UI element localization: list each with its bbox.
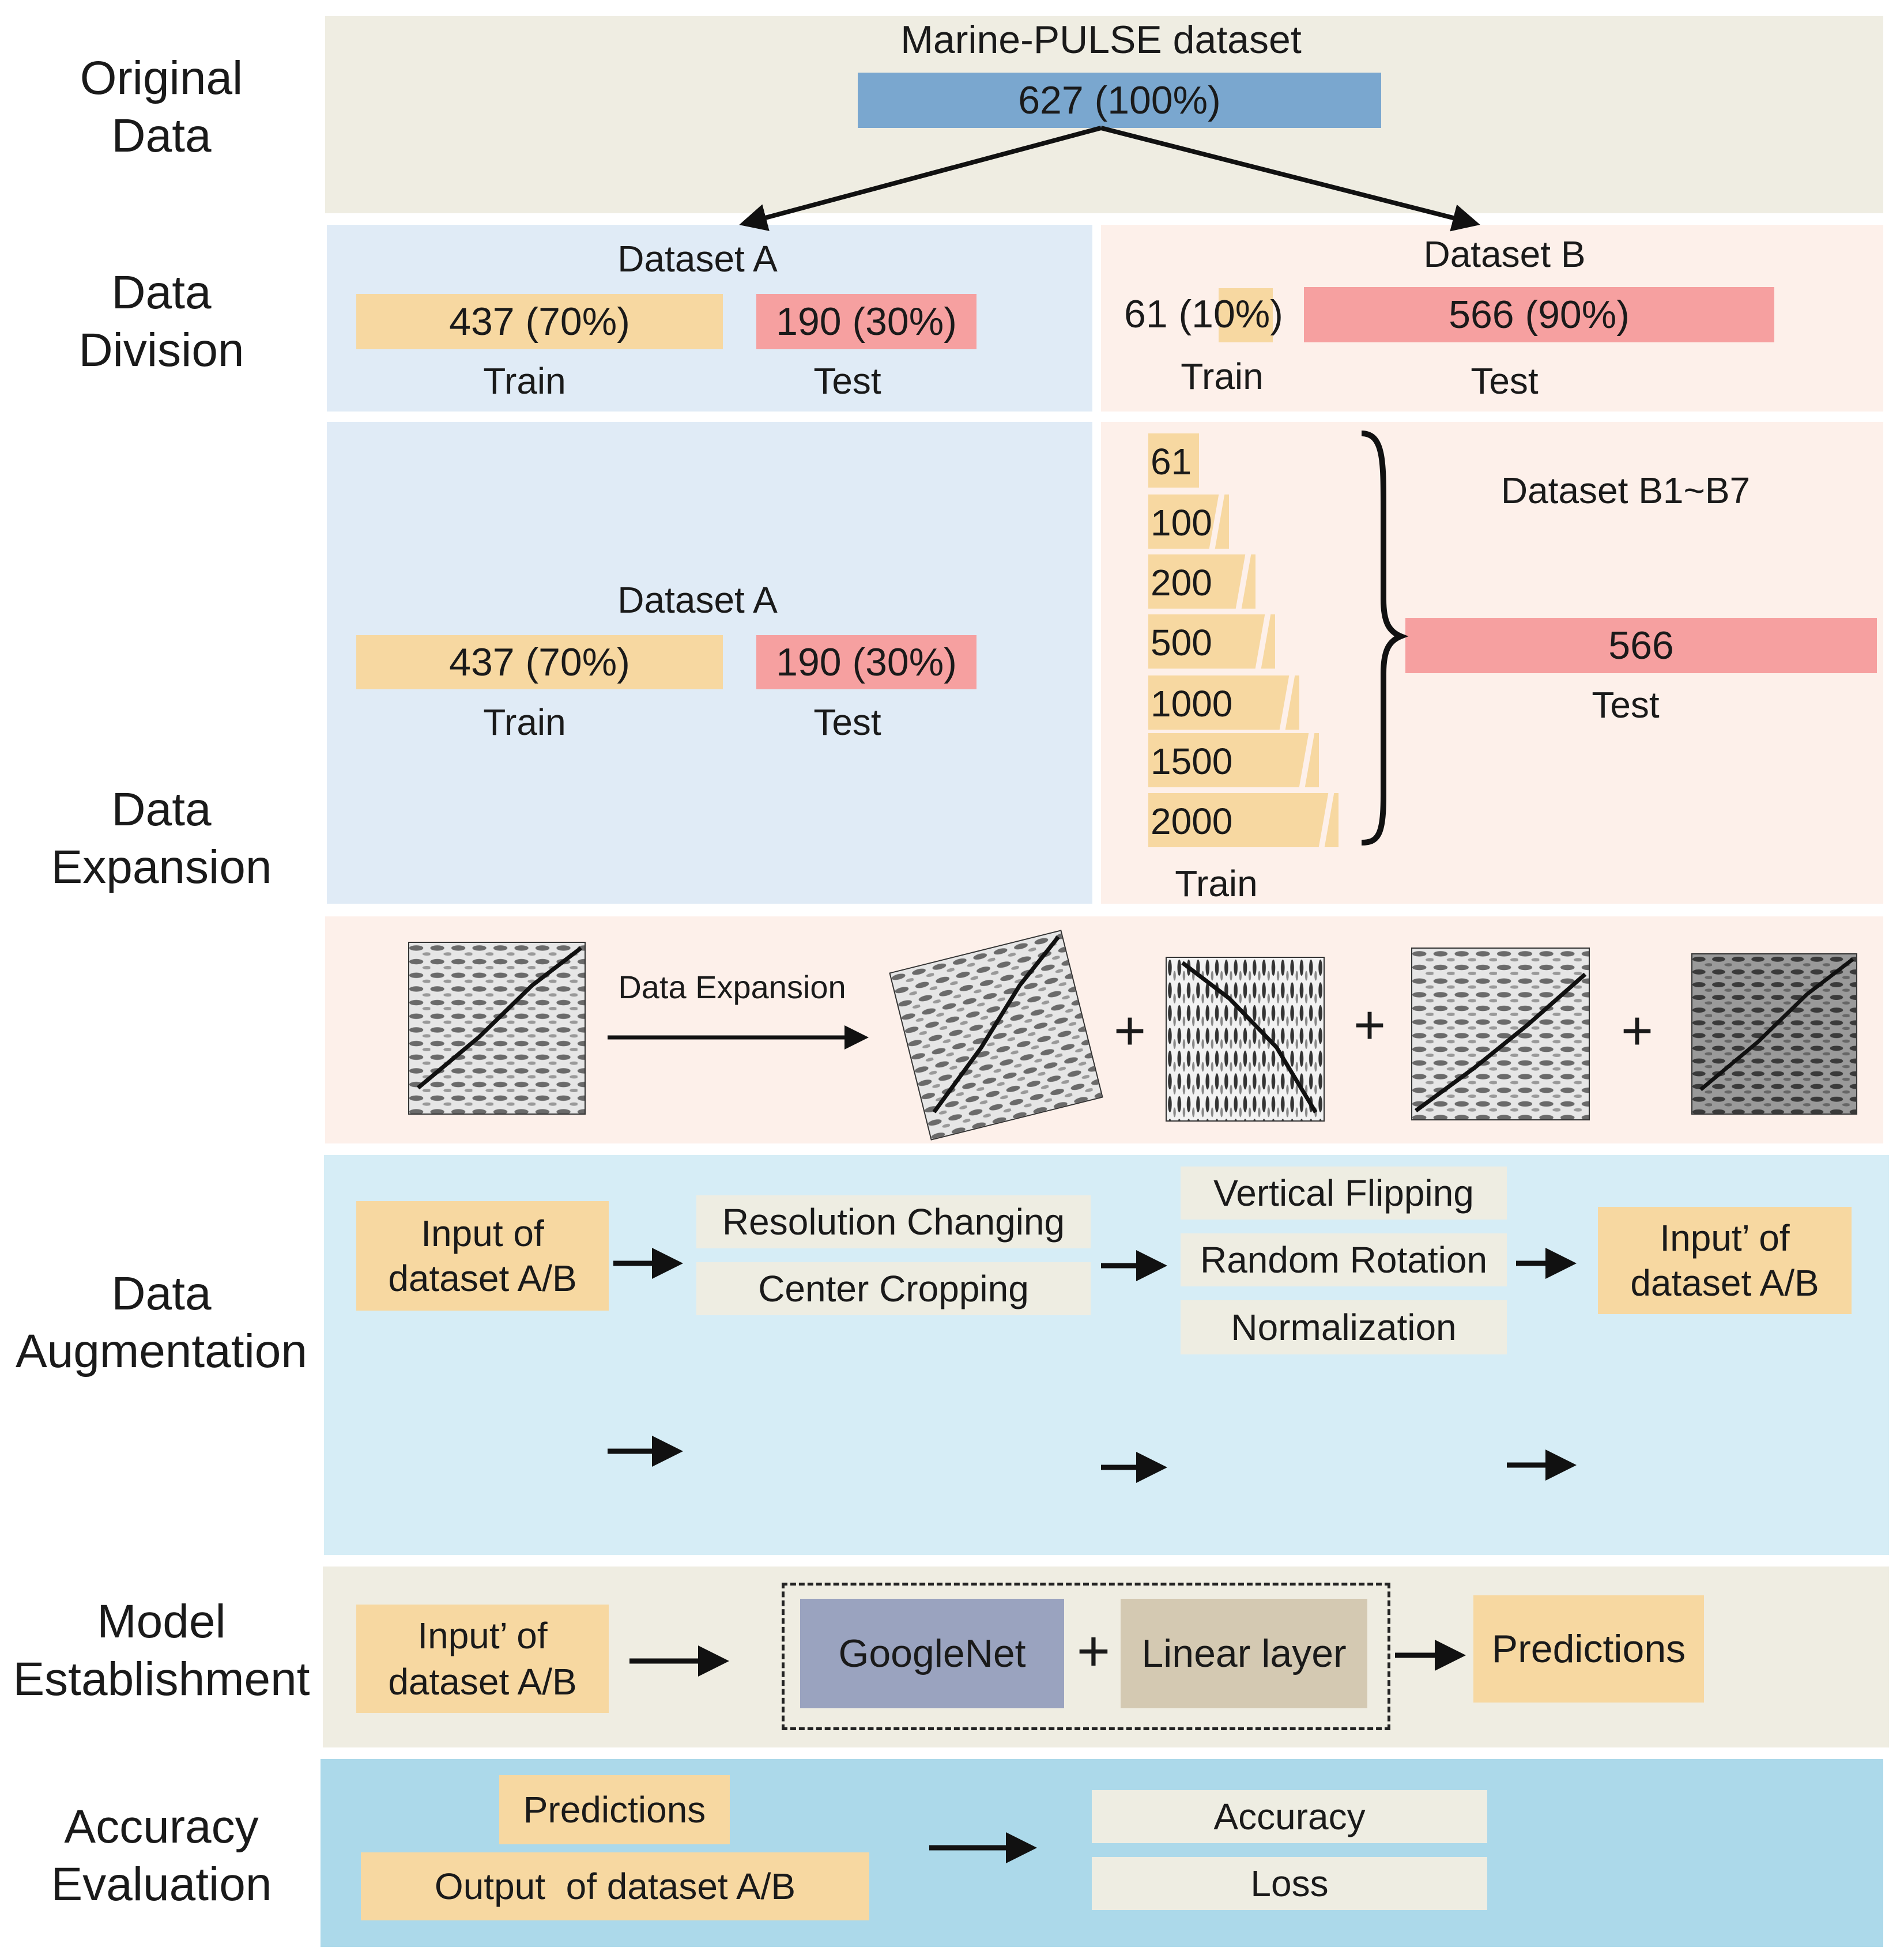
split-arrow-to-dataset-b <box>1100 126 1480 232</box>
b-train-bar-200: 200 <box>1148 554 1255 609</box>
division-b-train-label: Train <box>1181 356 1264 397</box>
plus-sign-1: + <box>1113 1000 1147 1062</box>
division-dataset-a-title: Dataset A <box>617 238 778 280</box>
aug-center-cropping: Center Cropping <box>696 1262 1091 1315</box>
b-train-bar-500: 500 <box>1148 614 1275 669</box>
row-label-data-division: Data Division <box>78 266 244 376</box>
normalized-sonar-image <box>1691 953 1857 1115</box>
original-sonar-image <box>408 942 586 1115</box>
aug-normalization: Normalization <box>1181 1300 1507 1354</box>
b-train-size-label: 61 <box>1151 441 1192 482</box>
flipped-sonar-image <box>1166 957 1325 1122</box>
row-label-accuracy-evaluation: Accuracy Evaluation <box>51 1801 272 1911</box>
b-train-bar-1500: 1500 <box>1148 733 1319 787</box>
row-label-data-expansion: Data Expansion <box>51 783 272 893</box>
aug-resolution-changing: Resolution Changing <box>696 1195 1091 1248</box>
row-label-original-data: Original Data <box>80 52 243 162</box>
aug-input-box: Input of dataset A/B <box>356 1201 609 1311</box>
expansion-a-train-bar: 437 (70%) <box>356 635 723 689</box>
acc-predictions-box: Predictions <box>499 1775 730 1844</box>
googlenet-box: GoogleNet <box>800 1599 1064 1708</box>
marine-pulse-title: Marine-PULSE dataset <box>900 18 1302 62</box>
b-train-bar-1000: 1000 <box>1148 675 1299 730</box>
expansion-a-test-bar: 190 (30%) <box>756 635 976 689</box>
acc-accuracy-box: Accuracy <box>1092 1790 1487 1843</box>
split-arrow-to-dataset-a <box>739 126 1102 231</box>
b-train-bar-100: 100 <box>1148 495 1229 549</box>
b-train-size-label: 1500 <box>1151 741 1233 782</box>
b-train-size-label: 2000 <box>1151 801 1233 842</box>
linear-layer-box: Linear layer <box>1121 1599 1367 1708</box>
total-dataset-bar: 627 (100%) <box>858 73 1381 128</box>
division-a-test-label: Test <box>813 360 881 402</box>
b-train-bar-61: 61 <box>1148 433 1199 488</box>
division-b-train-fill <box>1219 288 1273 342</box>
division-b-train-bar: 61 (10%) <box>1124 292 1283 336</box>
division-b-test-label: Test <box>1471 360 1539 402</box>
row-label-data-augmentation: Data Augmentation <box>15 1267 307 1377</box>
rotated-sonar-image <box>889 930 1103 1141</box>
model-input-box: Input’ of dataset A/B <box>356 1605 609 1713</box>
aug-vertical-flipping: Vertical Flipping <box>1181 1167 1507 1220</box>
dataset-b-brace <box>1361 431 1409 845</box>
division-dataset-b-title: Dataset B <box>1423 233 1586 275</box>
b-train-size-label: 200 <box>1151 562 1212 603</box>
division-a-train-bar: 437 (70%) <box>356 294 723 349</box>
b-train-size-label: 500 <box>1151 622 1212 663</box>
expansion-a-test-label: Test <box>813 701 881 743</box>
acc-loss-box: Loss <box>1092 1857 1487 1910</box>
b-train-size-label: 1000 <box>1151 683 1233 724</box>
aug-random-rotation: Random Rotation <box>1181 1233 1507 1286</box>
b-train-bar-2000: 2000 <box>1148 793 1339 847</box>
division-b-test-bar: 566 (90%) <box>1304 287 1774 342</box>
model-predictions-box: Predictions <box>1473 1595 1704 1703</box>
plus-sign-2: + <box>1353 994 1386 1056</box>
model-plus-sign: + <box>1076 1619 1111 1684</box>
expansion-b-test-bar: 566 <box>1405 618 1877 673</box>
expansion-b-test-label: Test <box>1592 684 1660 726</box>
transformed-sonar-image <box>1411 948 1590 1120</box>
row-label-model-establishment: Model Establishment <box>13 1595 310 1705</box>
aug-output-box: Input’ of dataset A/B <box>1598 1207 1852 1314</box>
acc-output-box: Output of dataset A/B <box>361 1852 869 1920</box>
expansion-dataset-a-title: Dataset A <box>617 579 778 621</box>
division-a-train-label: Train <box>483 360 566 402</box>
model-dashed-frame <box>782 1583 1390 1730</box>
expansion-arrow-label: Data Expansion <box>618 969 846 1005</box>
expansion-a-train-label: Train <box>483 701 566 743</box>
expansion-dataset-b-title: Dataset B1~B7 <box>1500 470 1751 511</box>
b-train-size-label: 100 <box>1151 502 1212 543</box>
expansion-b-train-label: Train <box>1175 863 1258 904</box>
plus-sign-3: + <box>1620 1000 1654 1062</box>
division-a-test-bar: 190 (30%) <box>756 294 976 349</box>
